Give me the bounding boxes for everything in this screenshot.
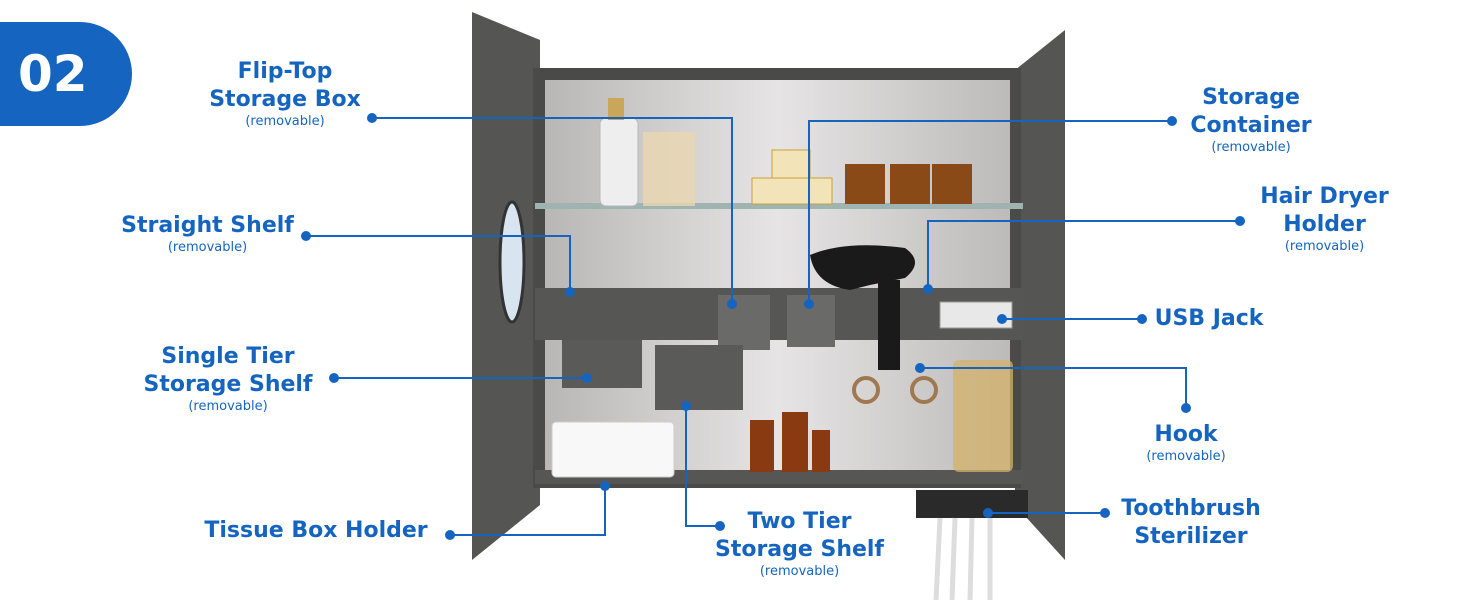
label-title: Hook	[1154, 422, 1218, 447]
label-sub: (removable)	[1146, 449, 1226, 464]
label-single-tier-storage-shelf: Single Tier Storage Shelf (removable)	[138, 343, 318, 415]
label-usb-jack: USB Jack	[1150, 305, 1268, 333]
label-title: Two Tier Storage Shelf	[714, 509, 885, 562]
label-title: Straight Shelf	[121, 213, 294, 238]
label-title: Flip-Top Storage Box	[209, 59, 361, 112]
glass-shelf	[535, 203, 1023, 209]
right-door	[1015, 30, 1065, 560]
label-straight-shelf: Straight Shelf (removable)	[110, 212, 305, 256]
label-tissue-box-holder: Tissue Box Holder	[196, 517, 436, 545]
label-title: Single Tier Storage Shelf	[143, 344, 313, 397]
label-sub: (removable)	[245, 114, 325, 129]
label-title: Hair Dryer Holder	[1260, 184, 1389, 237]
label-hook: Hook (removable)	[1136, 421, 1236, 465]
label-sub: (removable)	[1211, 140, 1291, 155]
label-hair-dryer-holder: Hair Dryer Holder (removable)	[1252, 183, 1397, 255]
label-sub: (removable)	[1284, 239, 1365, 254]
label-flip-top-storage-box: Flip-Top Storage Box (removable)	[200, 58, 370, 130]
label-sub: (removable)	[188, 399, 268, 414]
label-storage-container: Storage Container (removable)	[1170, 84, 1332, 156]
label-toothbrush-sterilizer: Toothbrush Sterilizer	[1112, 495, 1270, 551]
round-mirror	[498, 200, 526, 324]
label-two-tier-storage-shelf: Two Tier Storage Shelf (removable)	[712, 508, 887, 580]
label-title: Toothbrush Sterilizer	[1121, 496, 1261, 549]
step-badge: 02	[0, 22, 132, 126]
label-sub: (removable)	[759, 564, 840, 579]
label-title: USB Jack	[1154, 306, 1264, 331]
label-title: Tissue Box Holder	[204, 518, 428, 543]
label-title: Storage Container	[1190, 85, 1312, 138]
label-sub: (removable)	[167, 240, 248, 255]
